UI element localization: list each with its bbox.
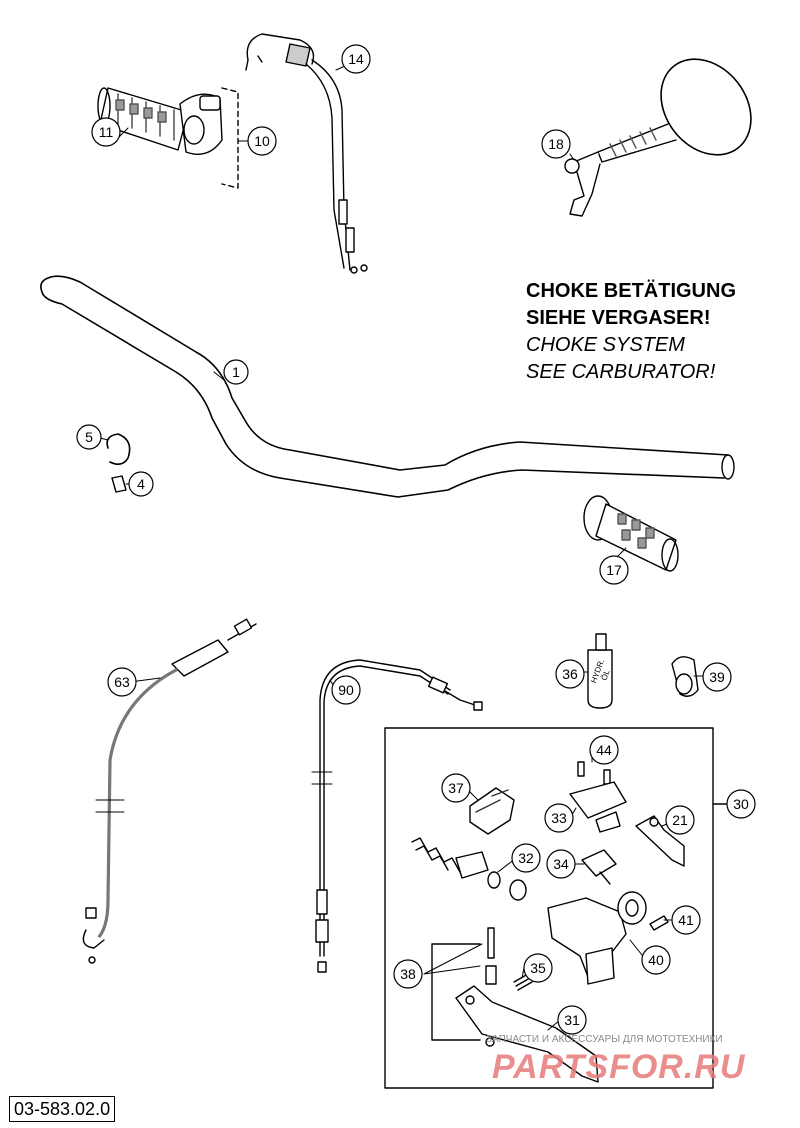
clip-and-pin bbox=[106, 433, 131, 493]
callout-37: 37 bbox=[448, 780, 464, 796]
callout-4: 4 bbox=[137, 476, 145, 492]
choke-note-en-line-2: SEE CARBURATOR! bbox=[526, 361, 716, 383]
callout-21: 21 bbox=[672, 812, 688, 828]
callout-17: 17 bbox=[606, 562, 622, 578]
callout-11: 11 bbox=[99, 124, 114, 140]
leader-lines bbox=[99, 65, 705, 1031]
callout-34: 34 bbox=[553, 856, 569, 872]
callout-14: 14 bbox=[348, 51, 364, 67]
callout-39: 39 bbox=[709, 669, 725, 685]
choke-note-de-line-2: SIEHE VERGASER! bbox=[526, 307, 711, 329]
callout-5: 5 bbox=[85, 429, 93, 445]
callout-38: 38 bbox=[400, 966, 416, 982]
callout-44: 44 bbox=[596, 742, 612, 758]
callout-36: 36 bbox=[562, 666, 578, 682]
choke-note: CHOKE BETÄTIGUNG SIEHE VERGASER! CHOKE S… bbox=[526, 278, 736, 386]
watermark-text: ЗАПЧАСТИ И АКСЕССУАРЫ ДЛЯ МОТОТЕХНИКИ bbox=[486, 1034, 723, 1045]
cable-90 bbox=[311, 659, 483, 973]
watermark-logo: PARTSFOR.RU bbox=[492, 1048, 746, 1086]
part-number: 03-583.02.0 bbox=[9, 1096, 116, 1122]
part-39 bbox=[671, 656, 699, 697]
callout-40: 40 bbox=[648, 952, 664, 968]
callout-18: 18 bbox=[548, 136, 564, 152]
callout-1: 1 bbox=[232, 364, 240, 380]
left-grip bbox=[583, 495, 679, 572]
throttle-cables bbox=[245, 33, 368, 274]
callout-35: 35 bbox=[530, 960, 546, 976]
handlebar bbox=[40, 275, 735, 498]
callout-32: 32 bbox=[518, 850, 534, 866]
choke-note-de-line-1: CHOKE BETÄTIGUNG bbox=[526, 280, 736, 302]
callout-31: 31 bbox=[564, 1012, 580, 1028]
callout-63: 63 bbox=[114, 674, 130, 690]
cable-63 bbox=[82, 618, 257, 964]
throttle-grip bbox=[97, 87, 239, 189]
master-cylinder-kit bbox=[384, 727, 739, 1089]
mirror bbox=[564, 58, 752, 217]
callout-33: 33 bbox=[551, 810, 567, 826]
oil-bottle bbox=[587, 633, 613, 709]
choke-note-en-line-1: CHOKE SYSTEM bbox=[526, 334, 685, 356]
bottle-label-line-2: ÖL bbox=[600, 668, 612, 682]
callout-10: 10 bbox=[254, 133, 270, 149]
callout-numbers: 1 4 5 10 11 14 17 18 21 30 31 32 33 34 3… bbox=[85, 51, 749, 1028]
callout-90: 90 bbox=[338, 682, 354, 698]
callout-41: 41 bbox=[678, 912, 694, 928]
callout-circles bbox=[76, 44, 756, 1035]
callout-30: 30 bbox=[733, 796, 749, 812]
